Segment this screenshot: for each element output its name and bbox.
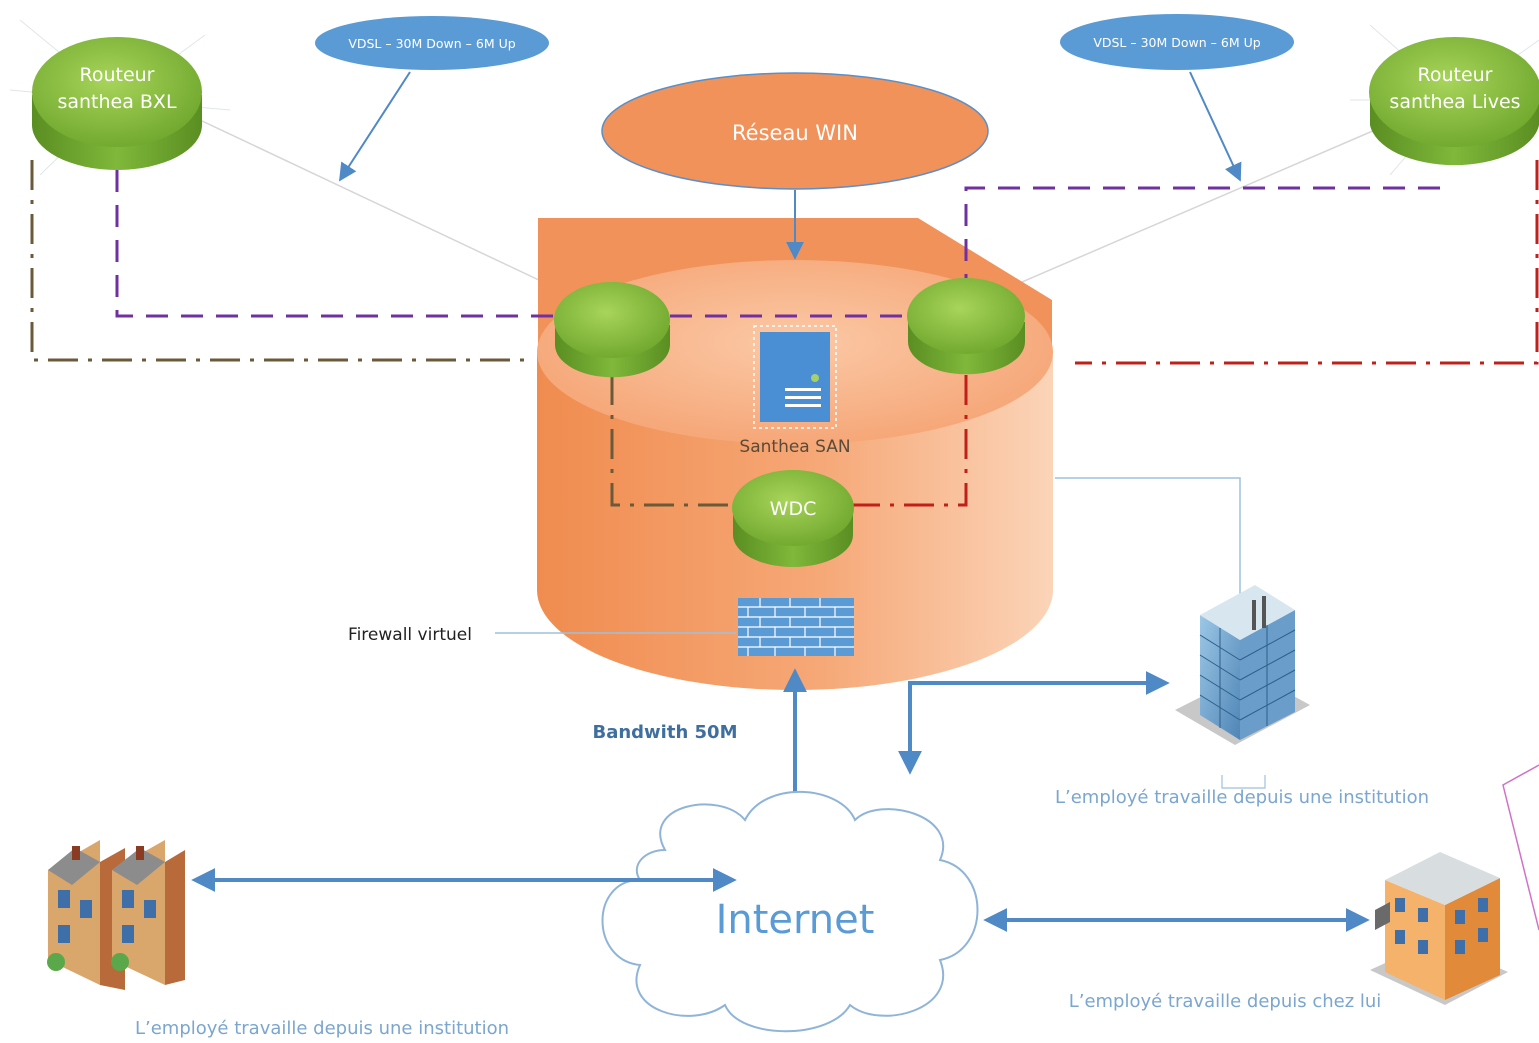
vdsl-right-arrow [1189,71,1242,182]
red-link-internal [850,375,968,507]
firewall-icon [738,598,854,656]
san-status-icon [811,374,819,382]
link-lives-datacenter [1014,129,1376,286]
apartment-building-icon [1370,852,1508,1005]
purple-link-lives [964,186,1440,290]
wdc-label: WDC [770,498,817,520]
office-building-icon [1175,585,1310,745]
institution-right-label: L’employé travaille depuis une instituti… [1055,787,1429,808]
brown-link-internal [610,375,735,507]
red-link-lives [1075,160,1539,365]
brown-link-bxl [30,160,525,362]
bandwidth-label: Bandwith 50M [592,722,737,743]
decorative-frame [1502,764,1539,931]
home-label: L’employé travaille depuis chez lui [1069,991,1382,1012]
router-lives: Routeur santhea Lives [1369,37,1539,166]
vdsl-right-callout: VDSL – 30M Down – 6M Up [1060,14,1294,182]
router-bxl-label-1: Routeur [79,64,154,86]
reseau-win: Réseau WIN [601,72,989,260]
reseau-win-label: Réseau WIN [732,121,858,145]
institution-left-label: L’employé travaille depuis une instituti… [135,1018,509,1039]
firewall-label: Firewall virtuel [348,625,472,645]
router-bxl-label-2: santhea BXL [57,91,176,113]
santhea-san: Santhea SAN [739,325,851,457]
link-bxl-datacenter [199,119,561,291]
institution-right-arrow [898,671,1170,775]
vdsl-right-label: VDSL – 30M Down – 6M Up [1093,35,1260,50]
row-houses-icon [47,840,185,990]
router-lives-label-1: Routeur [1417,64,1492,86]
vdsl-left-arrow [339,71,411,182]
vdsl-left-label: VDSL – 30M Down – 6M Up [348,36,515,51]
datacenter-router-right [907,278,1025,375]
router-lives-label-2: santhea Lives [1389,91,1520,113]
purple-link-bxl [115,170,555,318]
vdsl-left-callout: VDSL – 30M Down – 6M Up [315,16,549,182]
internet-cloud: Internet [601,790,979,1033]
internet-label: Internet [716,897,875,943]
datacenter-building-line [1055,477,1241,600]
institution-bracket [1221,775,1266,789]
datacenter-router-left [554,282,670,378]
router-bxl: Routeur santhea BXL [32,37,202,170]
san-label: Santhea SAN [739,437,850,457]
router-wdc: WDC [732,470,854,567]
